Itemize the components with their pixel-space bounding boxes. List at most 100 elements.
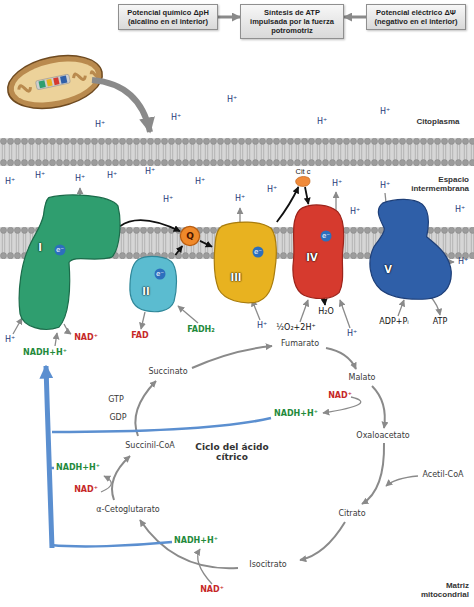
label-holder: H⁺ [350,207,360,216]
cycle-arrows [101,346,418,584]
proton-label: H⁺ [380,181,390,190]
electron-arrow [120,220,180,231]
cofactor-label: NAD⁺ [328,391,352,400]
protein-complex: IV [290,204,346,300]
proton-label: H⁺ [163,195,173,204]
label-holder: α-Cetoglutarato [96,505,159,514]
metabolite-label: Malato [349,373,376,382]
label-holder: III [230,273,241,283]
proton-label: H⁺ [455,205,465,214]
electron-badge: e⁻ [321,231,332,242]
label-holder: H⁺ [317,117,327,126]
label-holder: H⁺ [195,177,205,186]
label-holder: H⁺ [235,194,245,203]
proton-label: H⁺ [35,171,45,180]
zoom-arrow [92,80,150,132]
info-box: Potencial químico ΔpH (alcalino en el in… [118,4,218,30]
cytochrome-c: Cit c [291,167,315,187]
label-holder: Succinil-CoA [125,441,175,450]
label-holder: NADH+H⁺ [274,409,318,418]
label-holder: H⁺ [5,335,15,344]
complex-number: V [384,265,392,275]
electron-arrow [305,187,308,204]
complex-number: IV [306,253,317,263]
protein-complex: III [212,222,278,304]
protein-complex: V [365,198,453,300]
electron-badge: e⁻ [155,269,166,280]
molecule-label: ½O₂+2H⁺ [276,323,315,332]
label-holder: GTP [108,395,124,404]
label-holder: II [142,287,149,297]
proton-label: H⁺ [195,177,205,186]
metabolite-label: Acetil-CoA [422,470,463,479]
label-holder: H⁺ [227,95,237,104]
proton-label: H⁺ [227,95,237,104]
flow-arrow [218,16,240,19]
label-holder: e⁻ [55,245,66,256]
proton-label: H⁺ [5,177,15,186]
protein-complex: II [128,255,178,313]
label-holder: e⁻ [253,247,264,258]
label-holder: I [38,243,42,253]
node-label: Cit c [291,167,315,176]
cofactor-label: NADH+H⁺ [23,348,67,357]
metabolite-label: Isocitrato [249,560,286,569]
complex-number: I [38,243,42,253]
molecule-label: ATP [433,317,448,326]
info-box: Síntesis de ATP impulsada por la fuerza … [240,4,344,39]
molecule-label: H₂O [318,307,334,316]
complex-shape [290,204,346,300]
complex-shape [128,255,178,313]
cycle-title: Ciclo del ácido cítrico [192,442,272,463]
label-holder: Fumarato [281,339,319,348]
info-box: Potencial eléctrico ΔΨ (negativo en el i… [366,4,466,30]
box-text: Síntesis de ATP impulsada por la fuerza … [245,8,339,35]
box-text: Potencial eléctrico ΔΨ (negativo en el i… [371,8,461,26]
label-holder: H⁺ [380,107,390,116]
label-holder: ½O₂+2H⁺ [276,323,315,332]
label-holder: NAD⁺ [74,333,98,342]
region-label: Matriz mitocondrial [403,581,469,599]
label-holder: Malato [349,373,376,382]
complex-outline [370,199,451,299]
complex-outline [180,226,199,245]
mitochondrion-icon [3,48,107,117]
cofactor-label: NADH+H⁺ [56,463,100,472]
proton-label: H⁺ [235,194,245,203]
label-holder: NADH+H⁺ [174,536,218,545]
proton-label: H⁺ [257,321,267,330]
proton-label: H⁺ [332,179,342,188]
molecule-label: ADP+Pᵢ [379,317,408,326]
cofactor-label: FAD [131,331,148,340]
label-holder: IV [306,253,317,263]
label-holder: Oxaloacetato [356,431,409,440]
label-holder: Citoplasma [416,117,459,126]
label-holder: H⁺ [380,181,390,190]
proton-label: H⁺ [267,185,277,194]
proton-arrows [13,188,454,346]
complex-shape [365,198,453,300]
proton-label: H⁺ [5,335,15,344]
nadh-arrows [46,366,271,548]
label-holder: H⁺ [95,120,105,129]
label-holder: e⁻ [155,269,166,280]
metabolite-label: GTP [108,395,124,404]
label-holder: NADH+H⁺ [23,348,67,357]
electron-badge: e⁻ [253,247,264,258]
cofactor-label: NAD⁺ [200,585,224,594]
label-holder: H⁺ [171,113,181,122]
label-holder: Citrato [338,509,365,518]
label-holder: Q [186,232,194,241]
label-holder: ATP [433,317,448,326]
label-holder: FADH₂ [187,325,215,334]
label-holder: NAD⁺ [74,485,98,494]
cofactor-label: NADH+H⁺ [274,409,318,418]
metabolite-label: Oxaloacetato [356,431,409,440]
label-holder: e⁻ [321,231,332,242]
label-holder: H⁺ [5,177,15,186]
region-label: Espacio intermembrana [403,175,469,193]
complex-shape [212,222,278,304]
